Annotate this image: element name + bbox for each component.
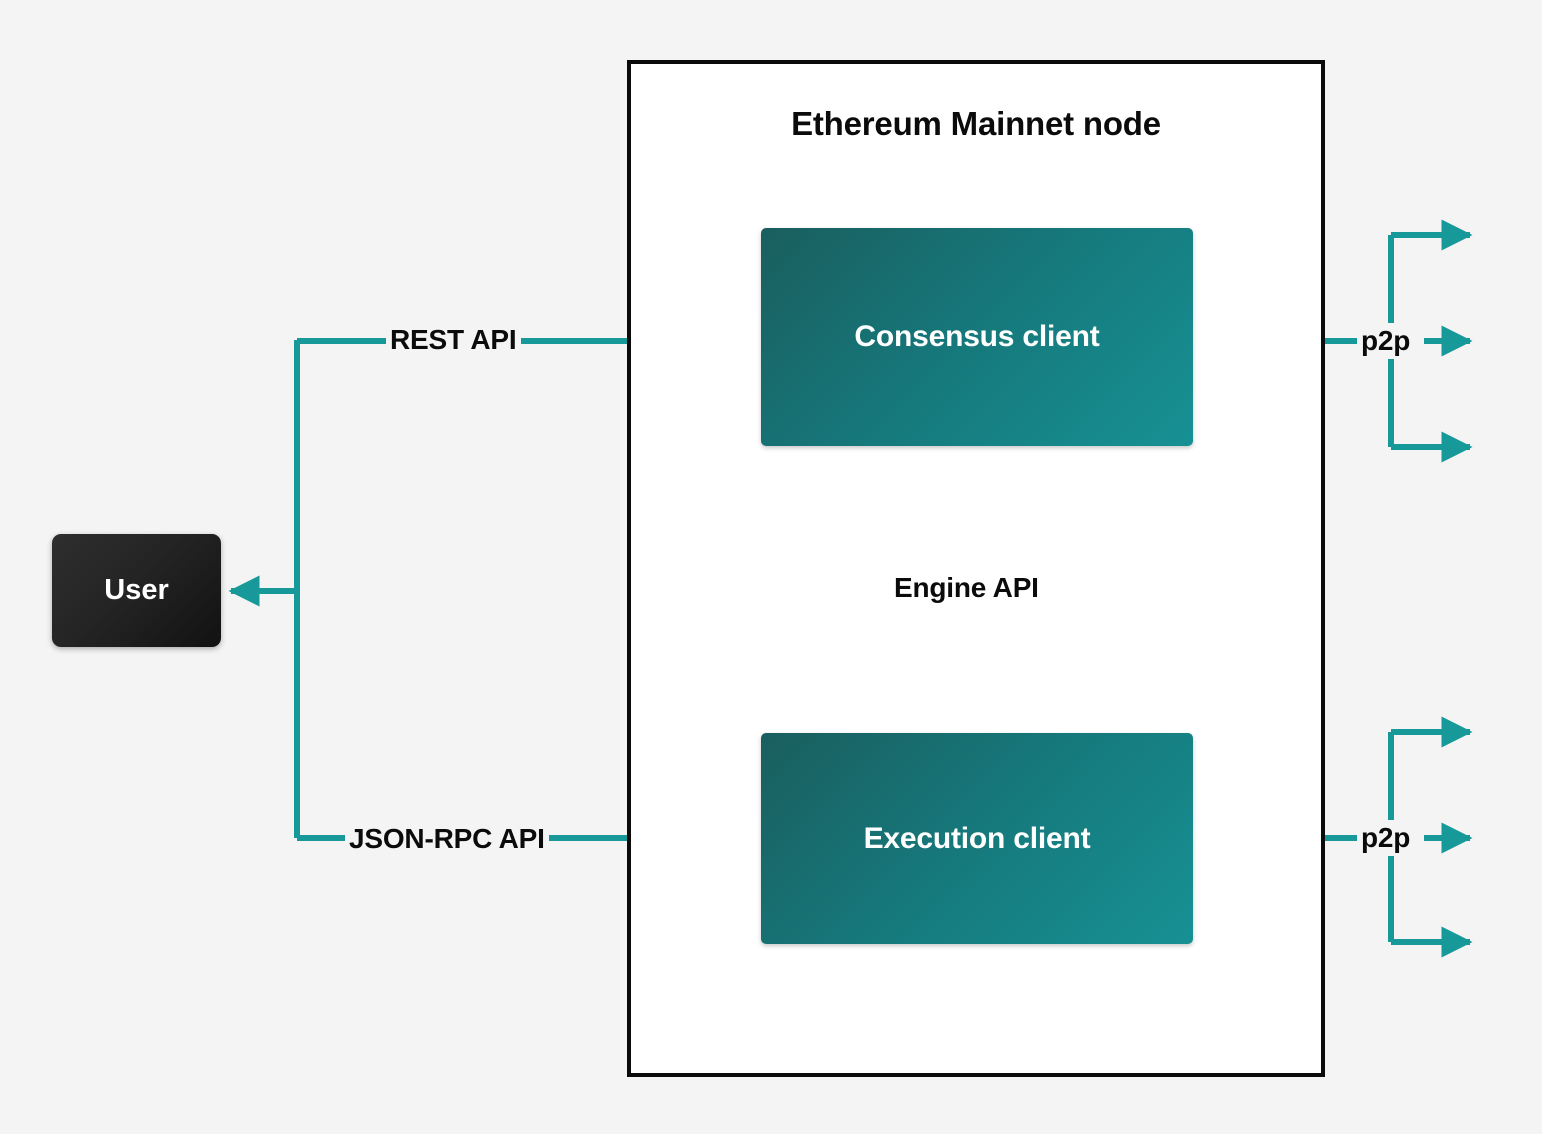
- edge-label-rest-api: REST API: [386, 324, 521, 356]
- user-label: User: [104, 574, 169, 606]
- execution-client-label: Execution client: [863, 821, 1091, 855]
- consensus-client-box[interactable]: Consensus client: [761, 228, 1193, 446]
- execution-client-box[interactable]: Execution client: [761, 733, 1193, 944]
- edge-label-json-rpc-api: JSON-RPC API: [345, 823, 549, 855]
- consensus-client-label: Consensus client: [854, 320, 1100, 353]
- edge-label-p2p-consensus: p2p: [1357, 325, 1415, 357]
- edge-label-engine-api: Engine API: [894, 572, 1039, 603]
- node-title: Ethereum Mainnet node: [791, 105, 1161, 142]
- user-box[interactable]: User: [52, 534, 221, 647]
- edge-label-p2p-execution: p2p: [1357, 822, 1415, 854]
